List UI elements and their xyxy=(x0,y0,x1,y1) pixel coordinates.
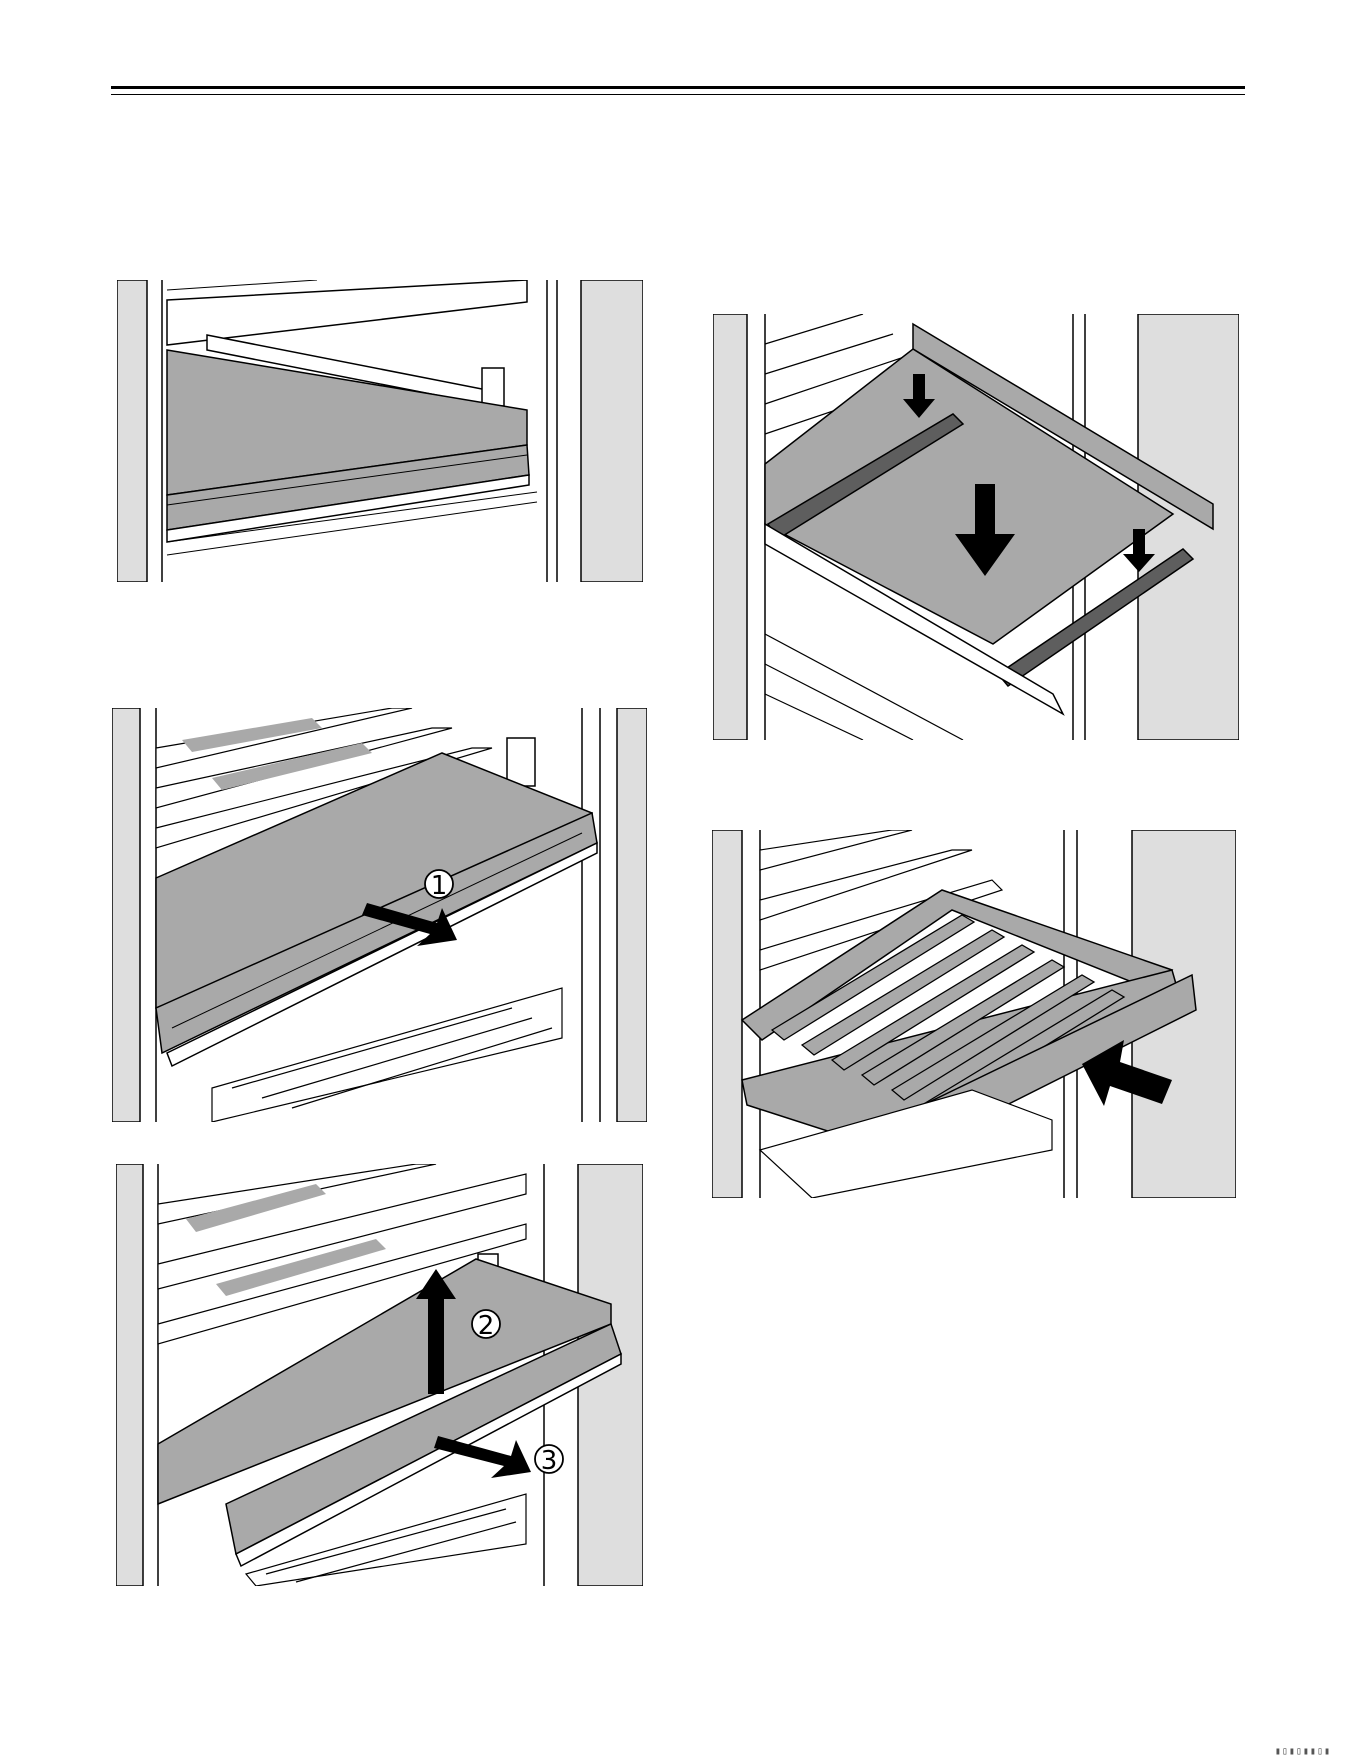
figure-push-in-shelf xyxy=(712,830,1236,1198)
pull-out-arrow-icon xyxy=(434,1436,531,1478)
footer-print-mark: ▮▯▮▯▮▮▯▮ xyxy=(1275,1746,1331,1757)
pull-out-shelf-illustration: 1 xyxy=(112,708,647,1122)
header-rule-thin xyxy=(111,94,1245,95)
step-number-3: 3 xyxy=(541,1446,558,1476)
shelf-in-cabinet-illustration xyxy=(117,280,643,582)
push-in-shelf-illustration xyxy=(712,830,1236,1198)
figure-pull-out-shelf: 1 xyxy=(112,708,647,1122)
figure-lift-and-remove-shelf: 2 3 xyxy=(116,1164,643,1586)
figure-insert-rails xyxy=(713,314,1239,740)
insert-rails-illustration xyxy=(713,314,1239,740)
figure-shelf-in-cabinet xyxy=(117,280,643,582)
step-number-1: 1 xyxy=(431,871,448,901)
header-rule-thick xyxy=(111,86,1245,89)
lift-and-remove-shelf-illustration: 2 3 xyxy=(116,1164,643,1586)
step-number-2: 2 xyxy=(478,1311,495,1341)
